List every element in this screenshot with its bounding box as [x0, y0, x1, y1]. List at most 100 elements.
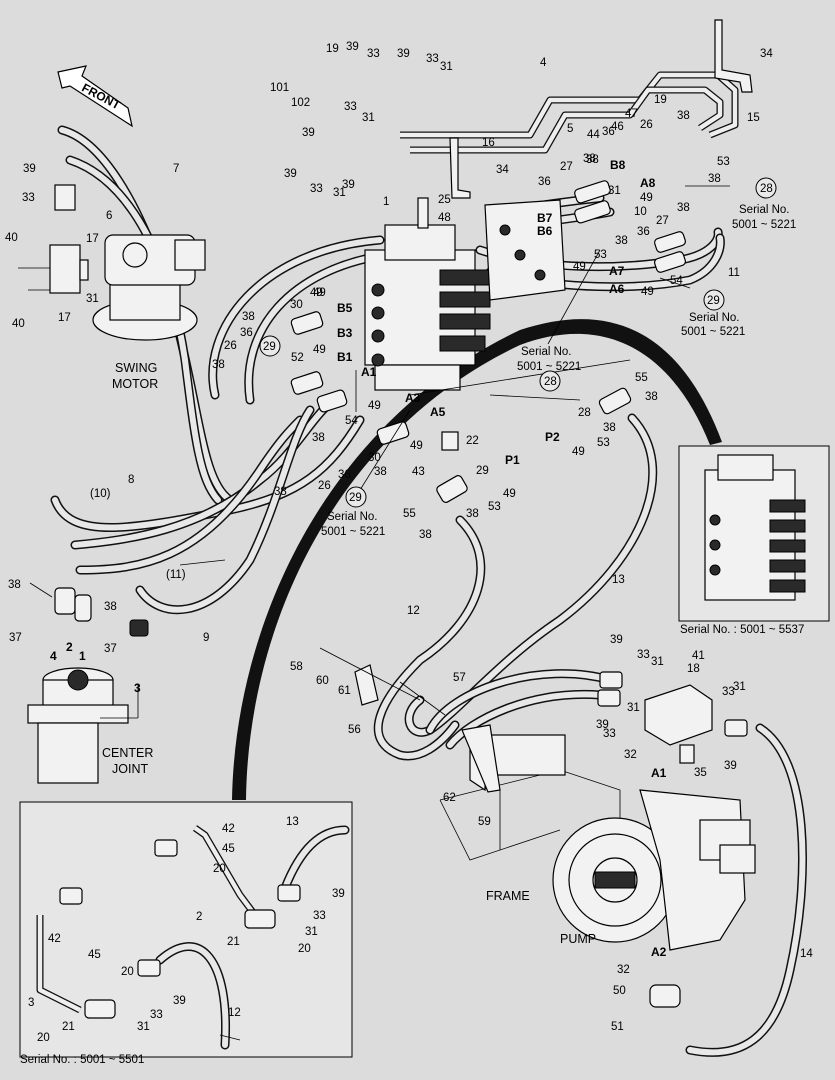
callout-i3: 3 — [28, 997, 34, 1009]
leader-lines — [29, 185, 730, 1041]
callout-c38j: 38 — [274, 486, 287, 498]
callout-c30a: 30 — [290, 299, 303, 311]
port-label-a3: A3 — [405, 391, 421, 405]
callout-c33a: 33 — [367, 48, 380, 60]
callout-c52: 52 — [291, 352, 304, 364]
callout-c41: 41 — [692, 650, 705, 662]
callout-c49d: 49 — [410, 440, 423, 452]
callout-c50: 50 — [613, 985, 626, 997]
bracket-56 — [354, 664, 379, 706]
callout-c49e: 49 — [503, 488, 516, 500]
callout-c44: 44 — [587, 129, 600, 141]
callout-i13: 13 — [286, 816, 299, 828]
callout-c36d: 36 — [240, 327, 253, 339]
callout-c38e: 38 — [677, 202, 690, 214]
serial-note-s29-left-2: 5001 ~ 5221 — [321, 526, 385, 538]
callout-c28: 28 — [578, 407, 591, 419]
callout-c43: 43 — [412, 466, 425, 478]
callout-c31e: 31 — [651, 656, 664, 668]
port-label-cj4: 4 — [50, 649, 57, 663]
callout-c17a: 17 — [86, 233, 99, 245]
callout-c38b: 38 — [677, 110, 690, 122]
callout-c33b: 33 — [426, 53, 439, 65]
callout-c6: 6 — [106, 210, 112, 222]
port-label-a1: A1 — [361, 365, 377, 379]
port-label-b6: B6 — [537, 224, 553, 238]
callout-c9: 9 — [203, 632, 209, 644]
callout-c38d: 38 — [708, 173, 721, 185]
port-label-b1: B1 — [337, 350, 353, 364]
caption-center-joint-1: CENTER — [102, 746, 153, 760]
port-label-a1b: A1 — [651, 766, 667, 780]
callout-c47: 47 — [625, 108, 638, 120]
callout-c38m: 38 — [466, 508, 479, 520]
serial-note-s28-top: 28 — [760, 183, 773, 195]
callout-c7: 7 — [173, 163, 179, 175]
callout-i20b: 20 — [298, 943, 311, 955]
block-18 — [597, 671, 748, 764]
port-label-b8: B8 — [610, 158, 626, 172]
callout-c39d: 39 — [284, 168, 297, 180]
callout-c51: 51 — [611, 1021, 624, 1033]
callout-c58: 58 — [290, 661, 303, 673]
callout-c5: 5 — [567, 123, 573, 135]
callout-c38h: 38 — [312, 432, 325, 444]
callout-c39h: 39 — [724, 760, 737, 772]
callout-c37b: 37 — [104, 643, 117, 655]
callout-c26c: 26 — [640, 119, 653, 131]
port-label-p1: P1 — [505, 453, 520, 467]
callout-c38g: 38 — [212, 359, 225, 371]
callout-c31g: 31 — [733, 681, 746, 693]
callout-c34b: 34 — [496, 164, 509, 176]
callout-c53b: 53 — [594, 249, 607, 261]
callout-c57: 57 — [453, 672, 466, 684]
serial-note-s29-left: 29 — [349, 492, 362, 504]
callout-c10: 10 — [634, 206, 647, 218]
callout-c38i: 38 — [374, 466, 387, 478]
callout-c10p: (10) — [90, 488, 111, 500]
serial-note-s28-top-2: 5001 ~ 5221 — [732, 219, 796, 231]
callout-c49g: 49 — [640, 192, 653, 204]
plate-valve — [484, 199, 566, 301]
swing-motor — [92, 234, 206, 341]
bracket-15 — [714, 19, 753, 93]
callout-i31a: 31 — [305, 926, 318, 938]
callout-c49c: 49 — [368, 400, 381, 412]
callout-c29: 29 — [476, 465, 489, 477]
callout-c53a: 53 — [717, 156, 730, 168]
callout-c59: 59 — [478, 816, 491, 828]
callout-c11p: (11) — [166, 569, 186, 581]
serial-circles — [259, 177, 777, 508]
serial-note-inset-right: Serial No. : 5001 ~ 5537 — [680, 624, 804, 636]
callout-i20c: 20 — [121, 966, 134, 978]
port-label-a7: A7 — [609, 264, 625, 278]
serial-note-s29-right-2: 5001 ~ 5221 — [681, 326, 745, 338]
fittings — [290, 180, 686, 503]
callout-i20d: 20 — [37, 1032, 50, 1044]
callout-c31b: 31 — [362, 112, 375, 124]
callout-i21b: 21 — [62, 1021, 75, 1033]
callout-c15: 15 — [747, 112, 760, 124]
callout-c38k: 38 — [603, 422, 616, 434]
port-label-p2: P2 — [545, 430, 560, 444]
callout-c54a: 54 — [670, 275, 683, 287]
callout-c45b: 45 — [88, 949, 101, 961]
port-label-b3: B3 — [337, 326, 353, 340]
callout-c8: 8 — [128, 474, 134, 486]
callout-c38o: 38 — [8, 579, 21, 591]
callout-c39i: 39 — [342, 179, 355, 191]
callout-c31h: 31 — [608, 185, 621, 197]
serial-note-inset-left: Serial No. : 5001 ~ 5501 — [20, 1054, 144, 1066]
callout-c49b: 49 — [313, 344, 326, 356]
callout-i20a: 20 — [213, 863, 226, 875]
callout-c49i: 49 — [573, 261, 586, 273]
serial-note-s29-right-1: Serial No. — [689, 312, 740, 324]
callout-c18: 18 — [687, 663, 700, 675]
callout-c33e: 33 — [22, 192, 35, 204]
port-label-a8: A8 — [640, 176, 656, 190]
callout-c33h: 33 — [722, 686, 735, 698]
callout-c31a: 31 — [440, 61, 453, 73]
callout-c31d: 31 — [333, 187, 346, 199]
callout-c26a: 26 — [224, 340, 237, 352]
block-17 — [18, 184, 89, 294]
